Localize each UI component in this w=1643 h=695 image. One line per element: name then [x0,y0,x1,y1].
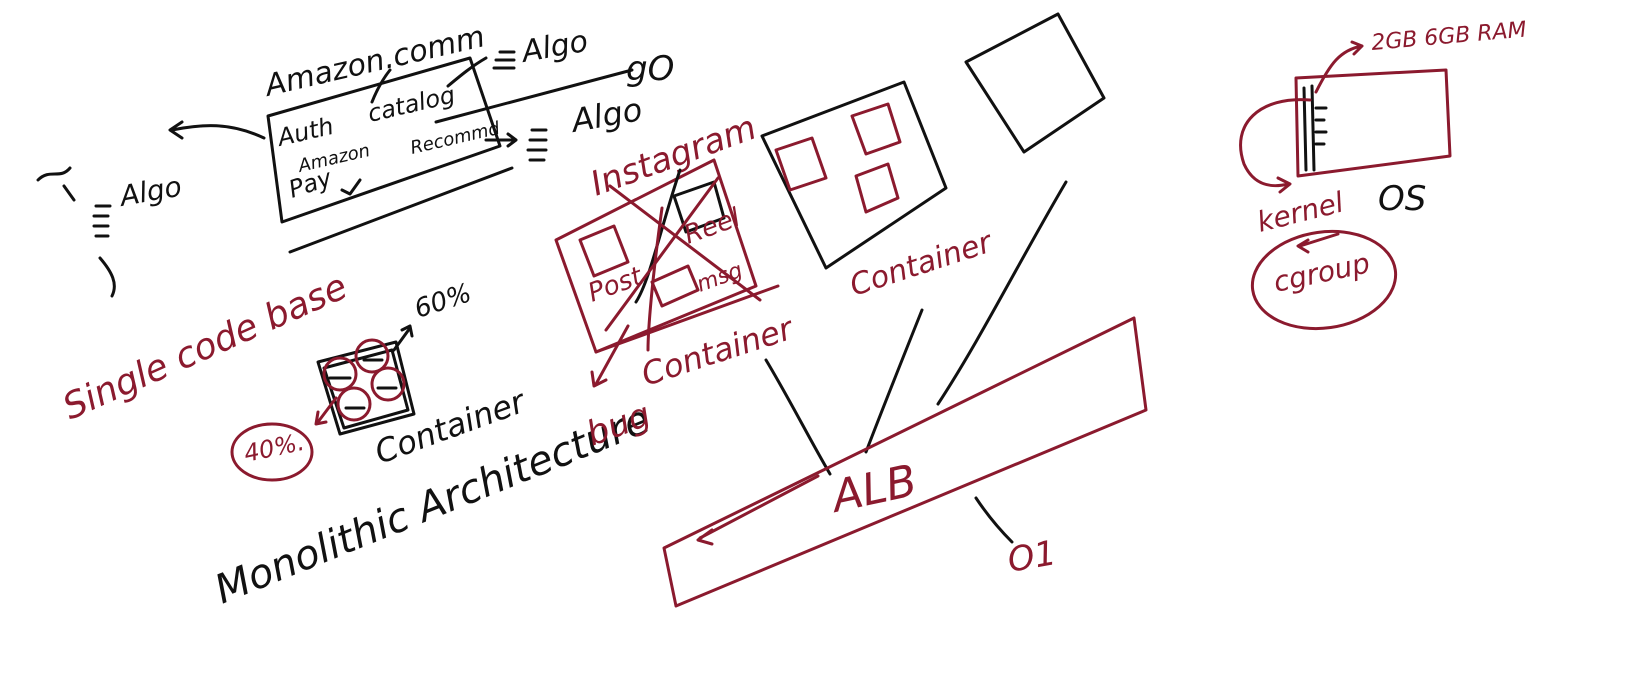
algo-stack-icon [526,128,548,162]
amazon-arrow [370,68,392,104]
reel-label: Reel [680,203,745,251]
amazon-pay-label-2: Pay [285,163,336,203]
instagram-base-line [594,284,780,354]
percent-40-ring [230,422,314,482]
container-connector [646,206,664,352]
bug-label: bug [581,395,655,455]
service-square [850,102,902,156]
bug-arrow [590,324,630,388]
container-box [760,80,948,270]
cgroup-ring [1250,229,1398,331]
algo-top-label: Algo [517,24,590,70]
tick-mark [340,178,362,196]
cgroup-arrow [1296,232,1340,254]
reel-box [672,180,726,234]
process-circle [322,356,358,392]
ram-box [1294,68,1452,178]
alb-connector [864,308,924,454]
auth-label: Auth [273,112,336,152]
recommend-label: Recommd [408,118,502,159]
container-right-label: Container [846,225,998,304]
service-square [854,162,900,214]
ram-label: 2GB 6GB RAM [1370,18,1527,56]
msg-box [650,264,700,308]
algo-arrow-left [168,120,266,140]
monolith-app-box [266,56,502,224]
post-box [578,224,630,278]
single-codebase-label: Single code base [57,266,353,428]
alb-box [662,316,1148,608]
cross-out-stroke [604,176,720,332]
process-circle [354,338,390,374]
service-square [774,136,828,192]
o1-connector [974,496,1014,544]
algo-arrow-top [446,56,488,88]
cgroup-label: cgroup [1271,246,1373,299]
monolith-base-line [288,166,514,254]
kernel-loop [1239,98,1312,194]
alb-label: ALB [825,455,921,523]
instagram-app-box [554,158,758,354]
algo-stack-icon [492,50,516,70]
pct-40-arrow [314,396,338,426]
container-box [316,340,416,436]
function-brace [36,166,116,298]
alb-arrow [696,474,820,546]
alb-connector [936,180,1068,406]
percent-40-label: 40%. [241,428,306,468]
process-circle [336,386,372,422]
algo-left-label: Algo [116,170,185,214]
msg-label: msg [694,258,747,298]
go-label: gO [626,49,674,89]
container-mid-label: Container [637,309,799,394]
process-circle [370,366,406,402]
algo-stack-icon [92,204,112,238]
alb-connector [764,358,832,476]
container-box [964,12,1106,154]
go-line [434,68,634,124]
o1-label: O1 [1005,533,1060,581]
ram-bar-icon [1302,84,1328,172]
algo-right-label: Algo [567,90,645,140]
os-label: OS [1378,179,1426,219]
pct-60-arrow [392,324,414,352]
algo-arrow-right [484,132,518,148]
ram-arrow [1314,40,1364,94]
cross-out-stroke [608,184,762,302]
percent-60-label: 60% [411,278,475,324]
process-links [328,358,398,410]
